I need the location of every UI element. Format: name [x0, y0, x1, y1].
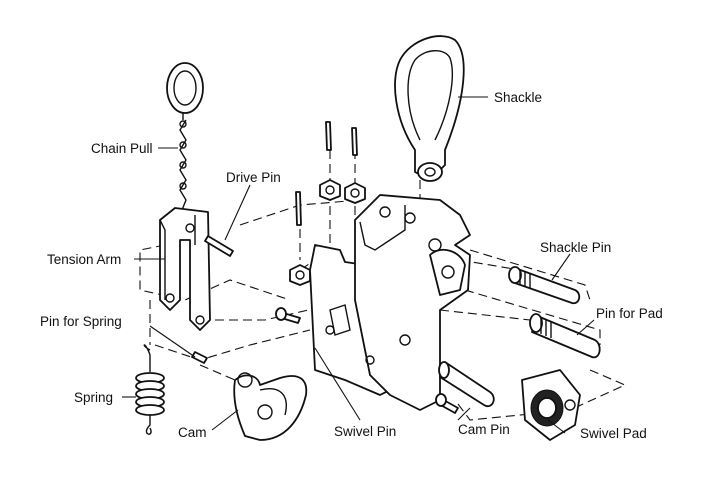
- label-chain-pull: Chain Pull: [91, 141, 153, 156]
- label-tension-arm: Tension Arm: [47, 252, 121, 267]
- pull-chain: [179, 112, 187, 211]
- pull-ring: [166, 62, 204, 114]
- cam-part: [233, 372, 308, 441]
- label-swivel-pin: Swivel Pin: [334, 424, 396, 439]
- cam-pin-part: [438, 361, 495, 408]
- label-spring: Spring: [74, 390, 113, 405]
- pin-for-pad-part: [529, 313, 601, 359]
- swivel-pad-part: [521, 369, 581, 441]
- label-swivel-pad: Swivel Pad: [580, 426, 647, 441]
- pad-lug: [429, 248, 466, 296]
- label-cam-pin: Cam Pin: [458, 422, 510, 437]
- shackle-part: [394, 35, 465, 182]
- tension-arm-part: [159, 207, 211, 331]
- labels: Shackle Chain Pull Drive Pin Tension Arm…: [40, 90, 663, 441]
- label-shackle-pin: Shackle Pin: [540, 240, 611, 255]
- label-drive-pin: Drive Pin: [226, 170, 281, 185]
- hex-nuts: [289, 179, 366, 286]
- spring-part: [135, 344, 165, 435]
- label-pin-for-spring: Pin for Spring: [40, 314, 122, 329]
- label-pin-for-pad: Pin for Pad: [596, 306, 663, 321]
- spring-pin: [191, 351, 208, 364]
- drive-pin-part: [204, 235, 234, 257]
- cotter-pins: [295, 121, 358, 226]
- shackle-pin-part: [508, 266, 581, 305]
- leader-lines: [122, 96, 595, 434]
- clamp-body: [309, 194, 471, 411]
- chain-pull-part: [166, 62, 204, 211]
- label-cam: Cam: [178, 425, 207, 440]
- label-shackle: Shackle: [494, 90, 542, 105]
